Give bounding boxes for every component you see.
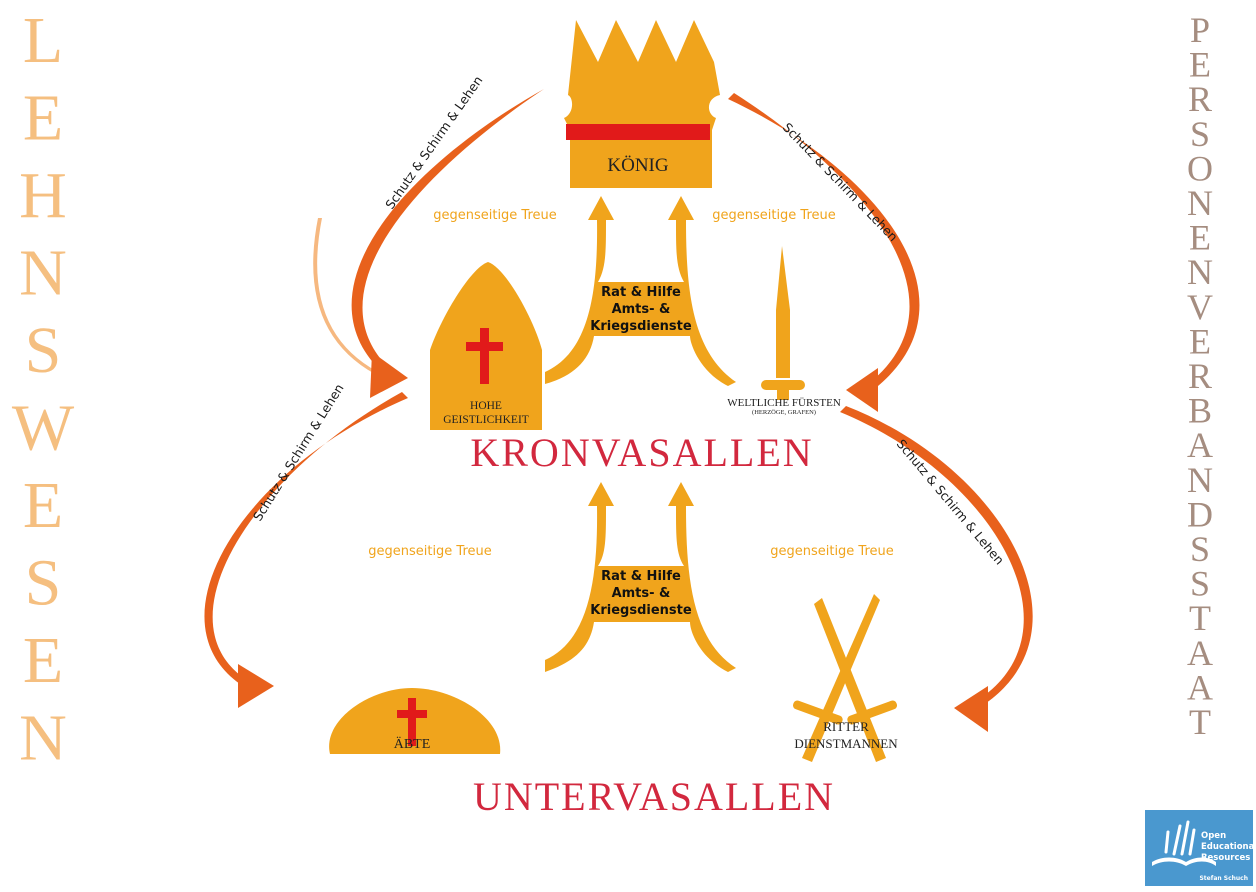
side-letter: T [1189,598,1211,638]
oer-badge: Open Educational Resources Stefan Schuch [1145,810,1256,886]
side-letter: E [1189,45,1211,85]
side-letter: N [1187,183,1213,223]
oer-book-icon [1152,820,1216,866]
sword-icon: WELTLICHE FÜRSTEN (HERZÖGE, GRAFEN) [727,246,841,416]
side-letter: H [19,159,67,232]
side-letter: R [1188,356,1212,396]
side-letter: A [1187,667,1213,707]
ritter-label-2: DIENSTMANNEN [794,736,898,751]
side-letter: S [1190,564,1210,604]
treue-bottom-right: gegenseitige Treue [770,544,894,559]
side-letter: V [1187,287,1213,327]
duty-top-line1: Rat & Hilfe [601,285,681,300]
side-letter: E [23,82,63,155]
arc-arrow-top-right: Schutz & Schirm & Lehen [728,93,920,412]
hohe-label-1: HOHE [470,400,502,412]
duty-bottom-line1: Rat & Hilfe [601,569,681,584]
abbot-cross-horizontal [397,710,427,718]
side-letter: N [1187,252,1213,292]
side-letter: E [23,469,63,542]
side-letter: N [1187,460,1213,500]
side-letter: O [1187,148,1213,188]
untervasallen-heading: UNTERVASALLEN [473,774,835,819]
side-letter: A [1187,633,1213,673]
side-letter: E [23,624,63,697]
side-letter: S [25,314,62,387]
treue-top-left: gegenseitige Treue [433,208,557,223]
duty-bottom-line2: Amts- & [612,586,671,601]
sword-guard-left [792,700,843,725]
oer-line1: Open [1201,831,1226,841]
side-letter: E [1189,321,1211,361]
crown-icon: KÖNIG [564,20,720,188]
arrowhead-top-right [846,368,878,412]
weltliche-sub-label: (HERZÖGE, GRAFEN) [752,409,816,416]
arc-arrow-bottom-right: Schutz & Schirm & Lehen [840,406,1033,732]
hohe-label-2: GEISTLICHKEIT [443,414,529,426]
arc-label-bottom-left: Schutz & Schirm & Lehen [250,381,347,524]
abbot-cap-icon: ÄBTE [329,688,501,754]
mitre-icon: HOHE GEISTLICHKEIT [430,262,542,430]
sword-guard [761,380,805,390]
abbot-cross-vertical [408,698,416,746]
weltliche-label: WELTLICHE FÜRSTEN [727,397,841,409]
arrowhead-bottom-left [238,664,274,708]
ritter-label-1: RITTER [823,719,869,734]
kronvasallen-heading: KRONVASALLEN [470,430,813,475]
treue-bottom-left: gegenseitige Treue [368,544,492,559]
cross-horizontal [466,342,503,351]
oer-author: Stefan Schuch [1199,875,1248,882]
arrowhead-top-left [370,352,408,398]
sword-grip [777,388,789,400]
crossed-swords-icon: RITTER DIENSTMANNEN [792,594,898,762]
side-letter: D [1187,494,1213,534]
duties-shape-bottom: Rat & Hilfe Amts- & Kriegsdienste [545,482,736,672]
aebte-label: ÄBTE [394,735,431,752]
side-letter: P [1190,10,1210,50]
side-letter: B [1188,391,1212,431]
side-letter: E [1189,218,1211,258]
sword-guard-right [847,700,898,725]
side-letter: T [1189,702,1211,742]
duty-bottom-line3: Kriegsdienste [590,603,692,618]
crown-band [566,124,710,140]
side-letter: A [1187,425,1213,465]
side-letter: N [19,702,67,775]
side-letter: S [1190,529,1210,569]
oer-line3: Resources [1201,853,1250,863]
oer-badge-background [1145,810,1253,886]
koenig-label: KÖNIG [607,155,668,176]
arc-label-top-right: Schutz & Schirm & Lehen [780,120,901,245]
side-letter: L [23,4,63,77]
duty-top-line3: Kriegsdienste [590,319,692,334]
side-letter: R [1188,79,1212,119]
side-letter: N [19,237,67,310]
duty-top-line2: Amts- & [612,302,671,317]
arrowhead-bottom-right [954,686,988,732]
arc-label-bottom-right: Schutz & Schirm & Lehen [894,436,1008,567]
side-letter: S [1190,114,1210,154]
cross-vertical [480,328,489,384]
treue-top-right: gegenseitige Treue [712,208,836,223]
side-letter: W [12,392,75,465]
side-letter: S [25,547,62,620]
duties-shape-top: Rat & Hilfe Amts- & Kriegsdienste [545,196,736,386]
oer-line2: Educational [1201,842,1256,852]
